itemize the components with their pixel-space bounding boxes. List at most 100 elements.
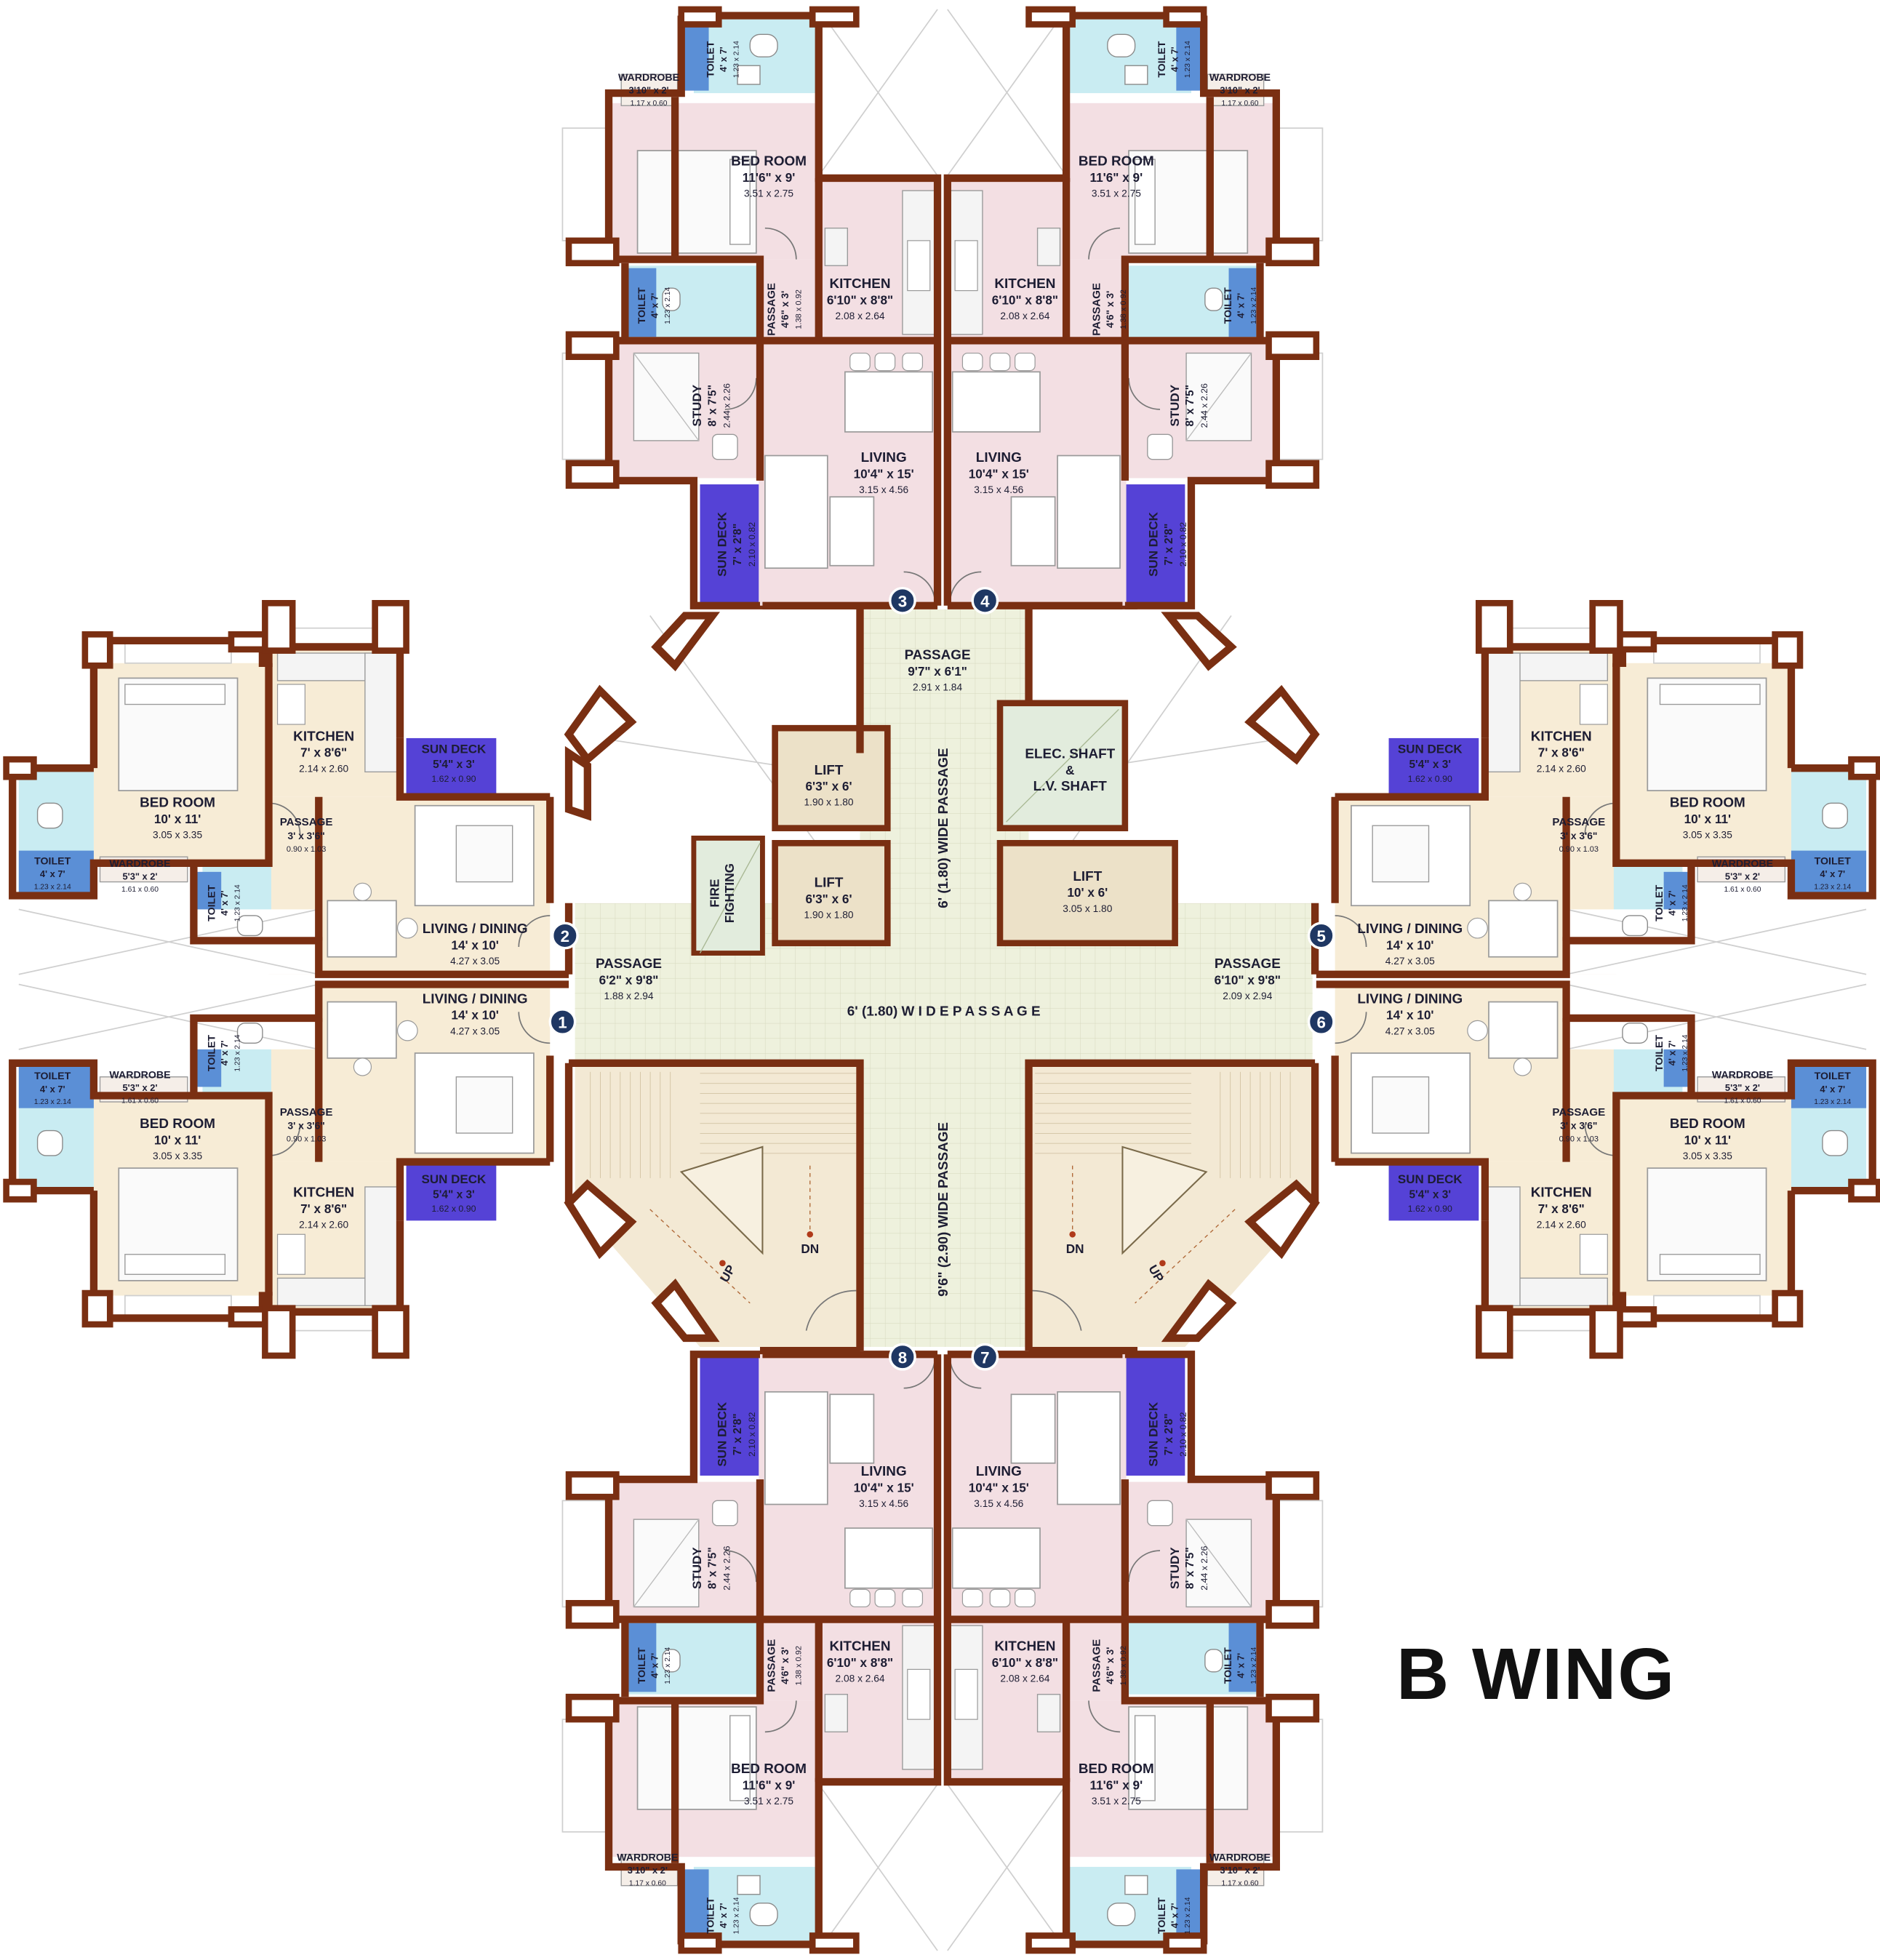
room-dimension: 7' x 8'6" [300,1201,347,1216]
room-dimension: 5'3" x 2' [122,871,157,882]
room-name: LIVING [861,1464,907,1479]
room-dimension: 6'3" x 6' [806,779,852,793]
room-metric: 2.08 x 2.64 [1000,1673,1049,1684]
lift-3 [996,840,1178,947]
room-metric: 3.05 x 3.35 [1683,829,1732,840]
room-name: SUN DECK [716,1401,729,1467]
room-name: PASSAGE [280,816,333,828]
room-dimension: 3'10" x 2' [1220,84,1260,95]
room-dimension: 4'6" x 3' [1105,1647,1116,1684]
room-name: STUDY [690,384,704,426]
flat-number: 2 [561,927,569,945]
room-metric: 2.14 x 2.60 [299,763,348,774]
room-dimension: 6'10" x 8'8" [992,1655,1058,1670]
room-dimension: 10' x 6' [1067,885,1108,900]
room-metric: 1.17 x 0.60 [1222,100,1259,108]
room-dimension: 5'4" x 3' [433,759,475,771]
room-dimension: 5'3" x 2' [122,1082,157,1093]
room-dimension: 4' x 7' [219,890,230,916]
room-metric: 1.90 x 1.80 [804,909,854,920]
room-name: TOILET [34,1071,71,1082]
room-metric: 1.23 x 2.14 [1681,884,1689,921]
room-dimension: 3' x 3'6" [1560,831,1597,841]
room-name: WARDROBE [109,858,170,870]
flat-4 [948,9,1323,606]
room-dimension: 4' x 7' [718,47,729,72]
room-name: WARDROBE [618,72,679,84]
room-dimension: 10' x 11' [1684,812,1732,826]
room-name: SUN DECK [1147,511,1161,577]
room-name: STUDY [690,1547,704,1589]
room-dimension: 10' x 11' [154,812,201,826]
room-dimension: 10' x 11' [154,1133,201,1148]
room-name: WARDROBE [1712,858,1773,870]
room-name: TOILET [207,884,218,921]
room-dimension: 6'2" x 9'8" [599,973,659,988]
room-metric: 3.51 x 2.75 [1092,188,1141,199]
room-metric: 1.23 x 2.14 [234,884,242,921]
room-name: TOILET [705,1897,716,1934]
room-name: WARDROBE [617,1852,678,1863]
room-metric: 1.38 x 0.92 [794,289,803,329]
flat-number-badge: 6 [1307,1008,1335,1036]
room-dimension: 3' x 3'6" [1560,1121,1597,1132]
room-metric: 3.05 x 3.35 [1683,1151,1732,1161]
room-dimension: 4' x 7' [718,1903,729,1929]
room-metric: 2.10 x 0.82 [1178,1412,1188,1457]
room-name: TOILET [1815,1071,1851,1082]
flat-number-badge: 4 [971,586,999,615]
room-metric: 2.08 x 2.64 [1000,311,1049,321]
flat-number: 6 [1317,1014,1326,1032]
room-name: BED ROOM [731,154,807,169]
room-metric: 2.44 x 2.26 [722,383,732,428]
room-metric: 1.23 x 2.14 [664,1647,672,1684]
room-name: KITCHEN [293,1185,354,1201]
room-dimension: 14' x 10' [451,937,498,952]
elec-shaft-label: & [1065,763,1074,777]
room-dimension: 6'10" x 8'8" [827,293,893,308]
room-metric: 1.23 x 2.14 [1250,1647,1258,1684]
room-dimension: 3' x 3'6" [287,831,324,841]
room-metric: 1.23 x 2.14 [1814,883,1851,891]
flat-number: 8 [898,1348,907,1367]
room-name: TOILET [34,856,71,868]
room-name: TOILET [636,287,648,324]
flat-number: 3 [898,592,907,610]
room-dimension: 6'10" x 8'8" [992,293,1058,308]
room-metric: 1.23 x 2.14 [1681,1034,1689,1071]
room-name: BED ROOM [140,795,215,810]
room-metric: 0.90 x 1.03 [287,1135,326,1144]
flat-3 [562,9,937,606]
room-metric: 1.62 x 0.90 [431,1204,476,1214]
room-metric: 4.27 x 3.05 [1385,1025,1435,1036]
room-name: TOILET [705,41,716,77]
room-metric: 3.15 x 4.56 [859,484,908,495]
room-metric: 4.27 x 3.05 [450,1025,500,1036]
room-dimension: 5'3" x 2' [1725,871,1760,882]
room-dimension: 14' x 10' [1386,1008,1433,1023]
room-metric: 1.62 x 0.90 [431,774,476,784]
room-name: LIVING / DINING [1357,991,1463,1007]
room-name: SUN DECK [422,743,487,756]
